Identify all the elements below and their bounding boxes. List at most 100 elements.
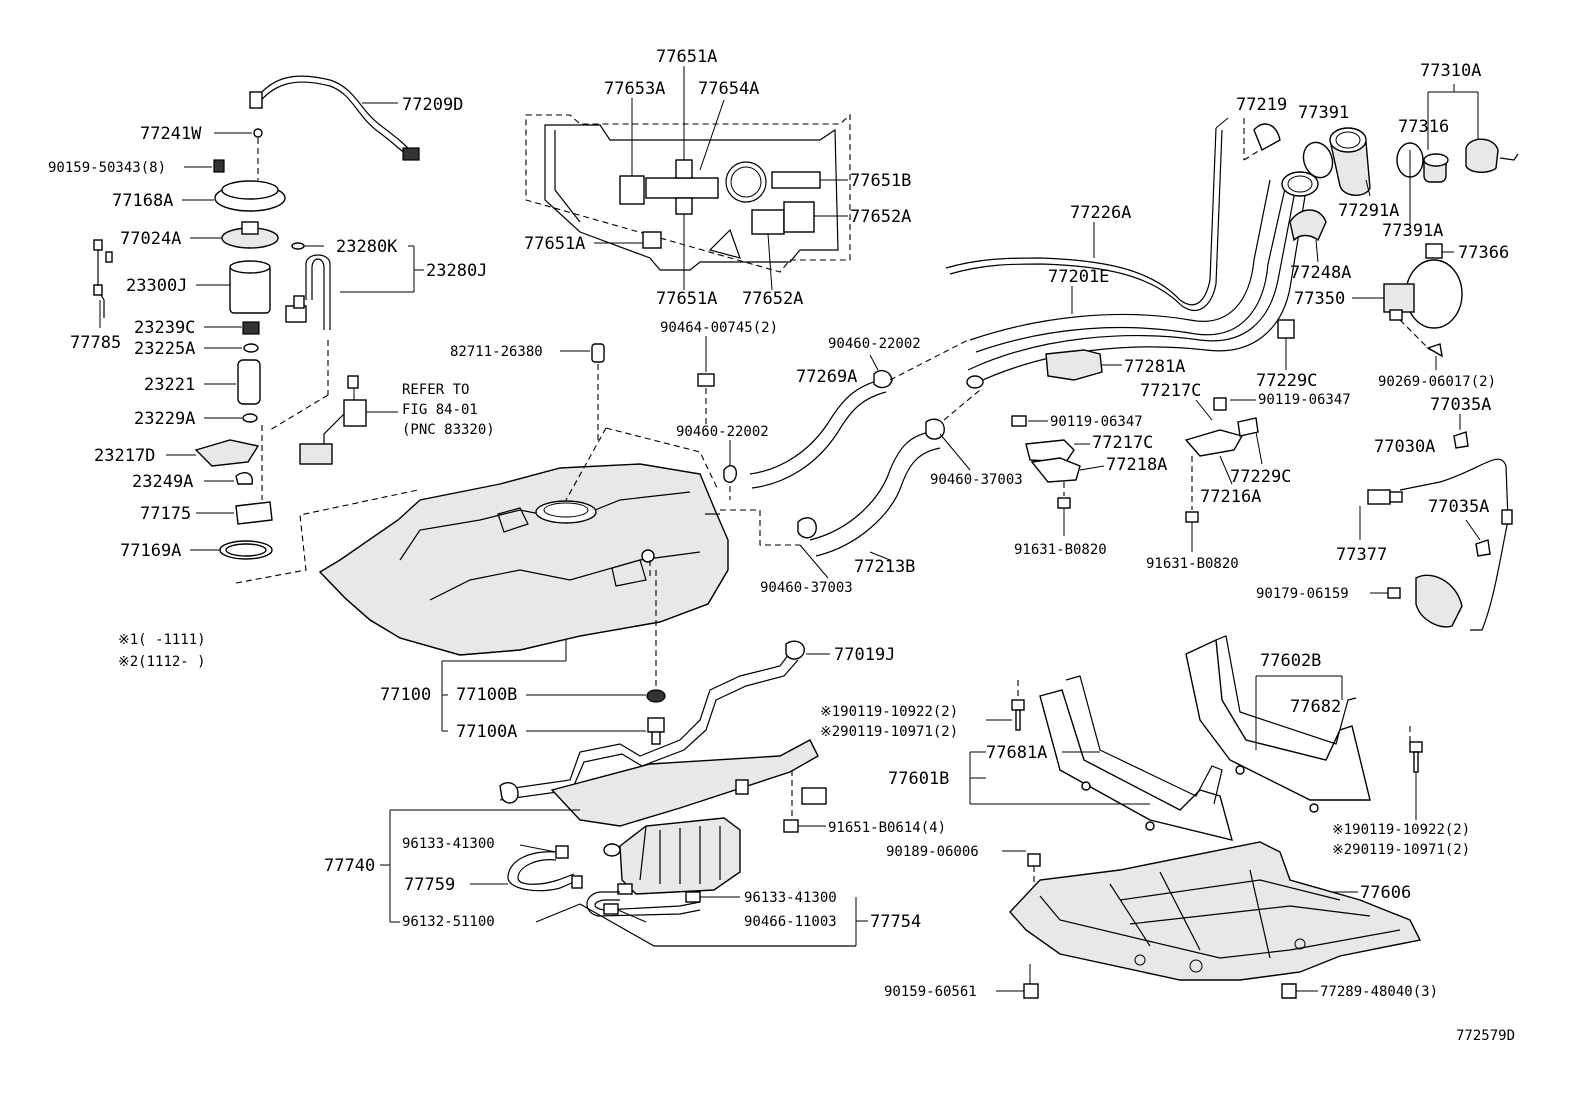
label-77291A: 77291A [1338,201,1399,221]
label-77653A: 77653A [604,79,665,99]
label-77241W: 77241W [140,124,202,144]
label-90460-37003-a: 90460-37003 [930,472,1023,488]
label-23239C: 23239C [134,318,195,338]
label-90119-10971-right: ※290119-10971(2) [1332,842,1470,858]
label-91631-B0820-b: 91631-B0820 [1146,556,1239,572]
label-90119-06347-b: 90119-06347 [1258,392,1351,408]
label-77269A: 77269A [796,367,857,387]
label-96133-41300-b: 96133-41300 [744,890,837,906]
label-77168A: 77168A [112,191,173,211]
label-77350: 77350 [1294,289,1345,309]
label-77366: 77366 [1458,243,1509,263]
fuel-pump-assembly [93,75,420,560]
label-90119-06347-a: 90119-06347 [1050,414,1143,430]
note-1: ※1( -1111) [118,632,206,648]
label-77175: 77175 [140,504,191,524]
label-77651B: 77651B [850,171,911,191]
label-77229C-b: 77229C [1230,467,1291,487]
lid-opener-cable [1359,414,1513,631]
label-77024A: 77024A [120,229,181,249]
label-77216A: 77216A [1200,487,1261,507]
sender-gauge-ref [299,375,398,465]
label-77169A: 77169A [120,541,181,561]
tank-protector [996,841,1422,999]
label-77289-48040: 77289-48040(3) [1320,984,1438,1000]
label-77209D: 77209D [402,95,463,115]
label-77100B: 77100B [456,685,517,705]
label-77219: 77219 [1236,95,1287,115]
tank-top-view-inset [525,66,851,291]
label-77310A: 77310A [1420,61,1481,81]
label-77754: 77754 [870,912,921,932]
label-refer-fig: FIG 84-01 [402,402,478,418]
filler-neck-parts [1243,84,1519,370]
vent-valve-assembly [269,242,424,431]
label-77248A: 77248A [1290,263,1351,283]
label-77035A-a: 77035A [1430,395,1491,415]
label-77377: 77377 [1336,545,1387,565]
label-23217D: 23217D [94,446,155,466]
note-2: ※2(1112- ) [118,654,206,670]
label-77281A: 77281A [1124,357,1185,377]
label-77217C-b: 77217C [1092,433,1153,453]
filler-hoses [749,117,1319,579]
callout-labels: 77209D 77241W 90159-50343(8) 77168A 7702… [48,47,1515,1044]
label-77654A: 77654A [698,79,759,99]
label-77601B: 77601B [888,769,949,789]
label-77759: 77759 [404,875,455,895]
label-23229A: 23229A [134,409,195,429]
label-77606: 77606 [1360,883,1411,903]
label-77226A: 77226A [1070,203,1131,223]
label-90119-10922-left: ※190119-10922(2) [820,704,958,720]
label-77652A-bottom: 77652A [742,289,803,309]
label-23225A: 23225A [134,339,195,359]
label-77602B: 77602B [1260,651,1321,671]
tank-straps [969,635,1423,841]
label-90460-22002-a: 90460-22002 [828,336,921,352]
tank-clips [560,336,738,500]
label-90159-60561: 90159-60561 [884,984,977,1000]
label-77030A: 77030A [1374,437,1435,457]
label-90460-22002-b: 90460-22002 [676,424,769,440]
label-77217C-a: 77217C [1140,381,1201,401]
label-77651A-left: 77651A [524,234,585,254]
label-90159-50343: 90159-50343(8) [48,160,166,176]
label-91651-B0614: 91651-B0614(4) [828,820,946,836]
label-90464-00745: 90464-00745(2) [660,320,778,336]
label-23280K: 23280K [336,237,398,257]
label-77213B: 77213B [854,557,915,577]
charcoal-canister [380,739,868,947]
label-90189-06006: 90189-06006 [886,844,979,860]
label-96132-51100: 96132-51100 [402,914,495,930]
fuel-tank [235,427,800,656]
label-90269-06017: 90269-06017(2) [1378,374,1496,390]
label-77682: 77682 [1290,697,1341,717]
label-90119-10922-right: ※190119-10922(2) [1332,822,1470,838]
label-23221: 23221 [144,375,195,395]
label-77035A-b: 77035A [1428,497,1489,517]
label-77316: 77316 [1398,117,1449,137]
label-refer-pnc: (PNC 83320) [402,422,495,438]
label-77019J: 77019J [834,645,895,665]
label-77229C-a: 77229C [1256,371,1317,391]
label-90179-06159: 90179-06159 [1256,586,1349,602]
label-23300J: 23300J [126,276,187,296]
label-90466-11003: 90466-11003 [744,914,837,930]
label-90460-37003-b: 90460-37003 [760,580,853,596]
label-91631-B0820-a: 91631-B0820 [1014,542,1107,558]
label-77391: 77391 [1298,103,1349,123]
label-77100A: 77100A [456,722,517,742]
label-82711-26380: 82711-26380 [450,344,543,360]
vapor-line [441,570,830,804]
label-90119-10971-left: ※290119-10971(2) [820,724,958,740]
label-77201E: 77201E [1048,267,1109,287]
label-23249A: 23249A [132,472,193,492]
label-96133-41300-a: 96133-41300 [402,836,495,852]
label-77218A: 77218A [1106,455,1167,475]
label-77740: 77740 [324,856,375,876]
label-77785: 77785 [70,333,121,353]
filler-brackets [1011,349,1263,552]
label-refer-to: REFER TO [402,382,469,398]
